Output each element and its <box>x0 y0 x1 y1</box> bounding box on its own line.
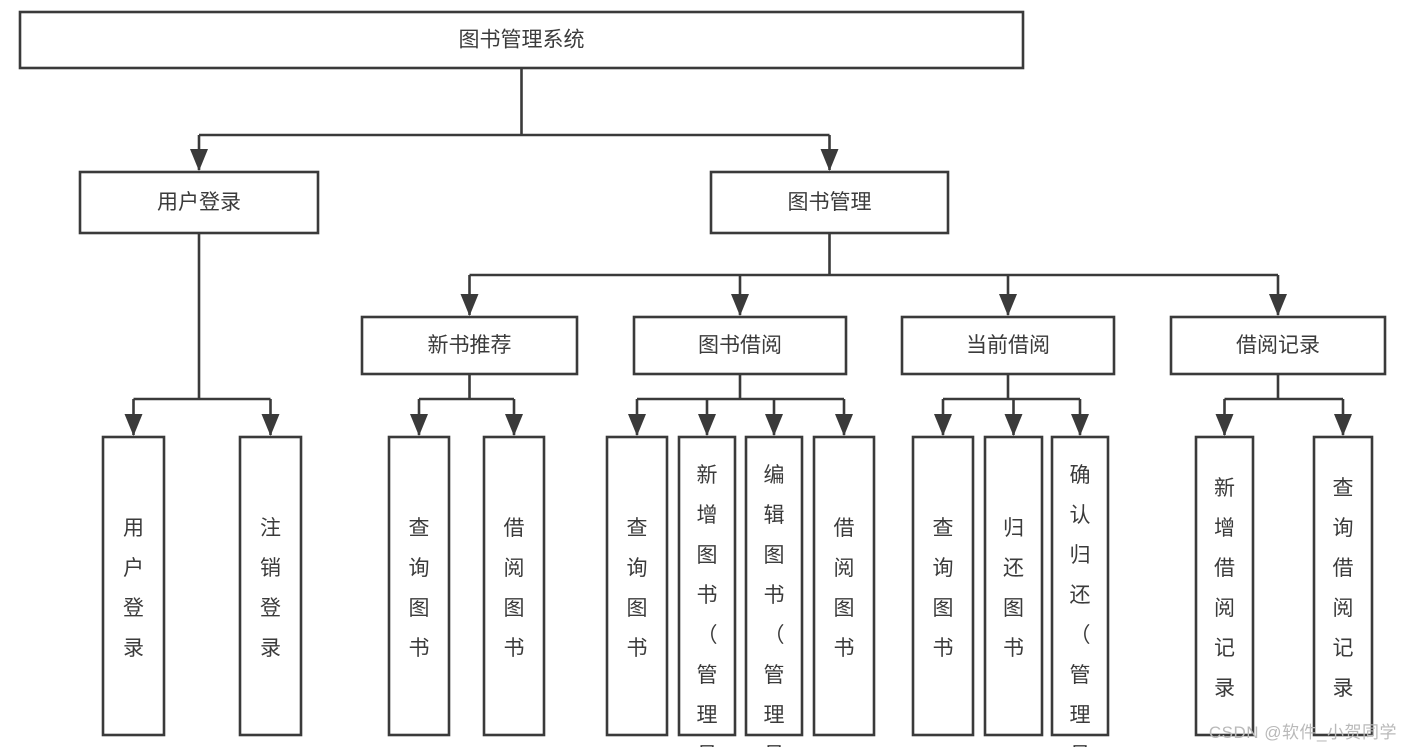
leaf-node-4-label: 查询图书 <box>627 517 648 660</box>
arrow-to-leaf-12 <box>1334 414 1352 436</box>
leaf-node-3-label: 借阅图书 <box>504 517 525 660</box>
leaf-node-0-label: 用户登录 <box>123 517 144 660</box>
arrow-to-level2-0 <box>190 149 208 171</box>
leaf-node-11-box <box>1194 435 1255 737</box>
level3-node-0-label: 新书推荐 <box>428 334 512 357</box>
leaf-node-6-box <box>744 435 804 737</box>
leaf-node-1-box <box>238 435 303 737</box>
arrow-to-leaf-3 <box>505 414 523 436</box>
arrow-to-leaf-7 <box>835 414 853 436</box>
level3-node-1-box <box>632 315 848 376</box>
level2-node-0-box <box>78 170 320 235</box>
arrow-to-leaf-8 <box>934 414 952 436</box>
arrow-to-leaf-10 <box>1071 414 1089 436</box>
arrow-to-level3-2 <box>999 294 1017 316</box>
level3-node-1-label: 图书借阅 <box>698 334 782 357</box>
arrow-to-level2-1 <box>820 149 839 171</box>
level3-node-3-box <box>1169 315 1387 376</box>
leaf-node-12-box <box>1312 435 1374 737</box>
connector-lines-layer <box>124 68 1352 436</box>
leaf-node-7-box <box>812 435 876 737</box>
leaf-node-1-label: 注销登录 <box>260 517 281 660</box>
level2-node-0-label: 用户登录 <box>157 191 241 214</box>
arrow-to-leaf-6 <box>765 414 783 436</box>
arrow-to-leaf-0 <box>124 414 143 436</box>
leaf-node-0-box <box>101 435 166 737</box>
leaf-node-2-label: 查询图书 <box>409 517 430 660</box>
leaf-node-5-box <box>677 435 737 737</box>
arrow-to-leaf-11 <box>1215 414 1234 436</box>
root-node-label: 图书管理系统 <box>459 29 585 52</box>
arrow-to-leaf-2 <box>410 414 428 436</box>
leaf-node-7-label: 借阅图书 <box>834 517 855 660</box>
leaf-node-2-box <box>387 435 451 737</box>
arrow-to-leaf-5 <box>698 414 716 436</box>
leaf-node-3-box <box>482 435 546 737</box>
level3-node-2-box <box>900 315 1116 376</box>
leaf-node-10-label: 确认归还（管理员） <box>1070 464 1091 747</box>
leaf-node-11-label: 新增借阅记录 <box>1214 477 1235 700</box>
arrow-to-level3-3 <box>1269 294 1287 316</box>
level3-node-2-label: 当前借阅 <box>966 334 1050 357</box>
leaf-node-4-box <box>605 435 669 737</box>
root-node-box <box>18 10 1025 70</box>
leaf-node-8-box <box>911 435 975 737</box>
leaf-node-6-label: 编辑图书（管理员） <box>764 464 785 747</box>
node-labels-layer: 图书管理系统用户登录图书管理新书推荐图书借阅当前借阅借阅记录用户登录注销登录查询… <box>123 29 1354 747</box>
arrow-to-leaf-4 <box>628 414 646 436</box>
leaf-node-8-label: 查询图书 <box>933 517 954 660</box>
node-boxes-layer <box>18 10 1387 737</box>
leaf-node-9-box <box>983 435 1044 737</box>
arrow-to-leaf-1 <box>261 414 280 436</box>
arrow-to-level3-0 <box>460 294 479 316</box>
leaf-node-12-label: 查询借阅记录 <box>1333 477 1354 700</box>
leaf-node-9-label: 归还图书 <box>1003 517 1024 660</box>
level3-node-0-box <box>360 315 579 376</box>
arrow-to-leaf-9 <box>1004 414 1023 436</box>
csdn-watermark: CSDN @软件_小贺同学 <box>1208 723 1397 742</box>
arrow-to-level3-1 <box>731 294 749 316</box>
level2-node-1-label: 图书管理 <box>788 191 872 214</box>
leaf-node-5-label: 新增图书（管理员） <box>697 464 718 747</box>
leaf-node-10-box <box>1050 435 1110 737</box>
level2-node-1-box <box>709 170 950 235</box>
level3-node-3-label: 借阅记录 <box>1236 334 1320 357</box>
